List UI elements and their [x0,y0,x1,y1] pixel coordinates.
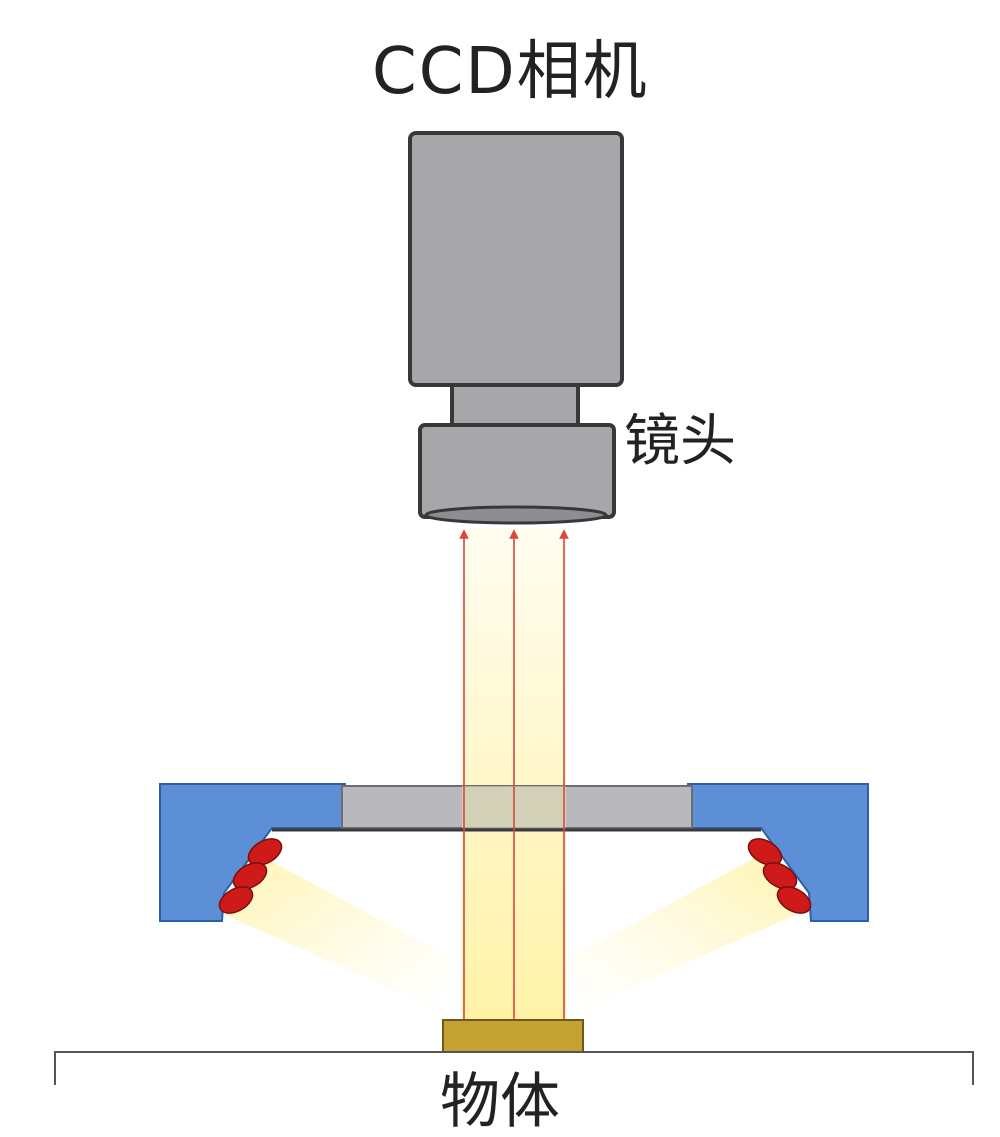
led-right-3 [776,886,812,914]
led-left-3 [218,886,254,914]
object-block-icon [442,1019,584,1053]
camera-label: CCD相机 [372,35,649,109]
lens-icon [418,423,616,525]
led-icon [218,838,812,914]
led-left-2 [232,862,268,890]
object-label: 物体 [440,1067,560,1137]
led-left-1 [247,838,283,866]
right-led-glow [565,850,795,1010]
surface-line [54,1051,974,1085]
lens-mount [450,383,580,427]
lens-label: 镜头 [624,409,736,474]
light-rays [459,529,569,1022]
left-led-glow [225,850,455,1010]
led-right-1 [747,838,783,866]
ccd-camera-icon [408,131,624,427]
lens-front-glass [424,505,608,525]
led-right-2 [762,862,798,890]
camera-body [408,131,624,387]
lens-barrel [418,423,616,519]
